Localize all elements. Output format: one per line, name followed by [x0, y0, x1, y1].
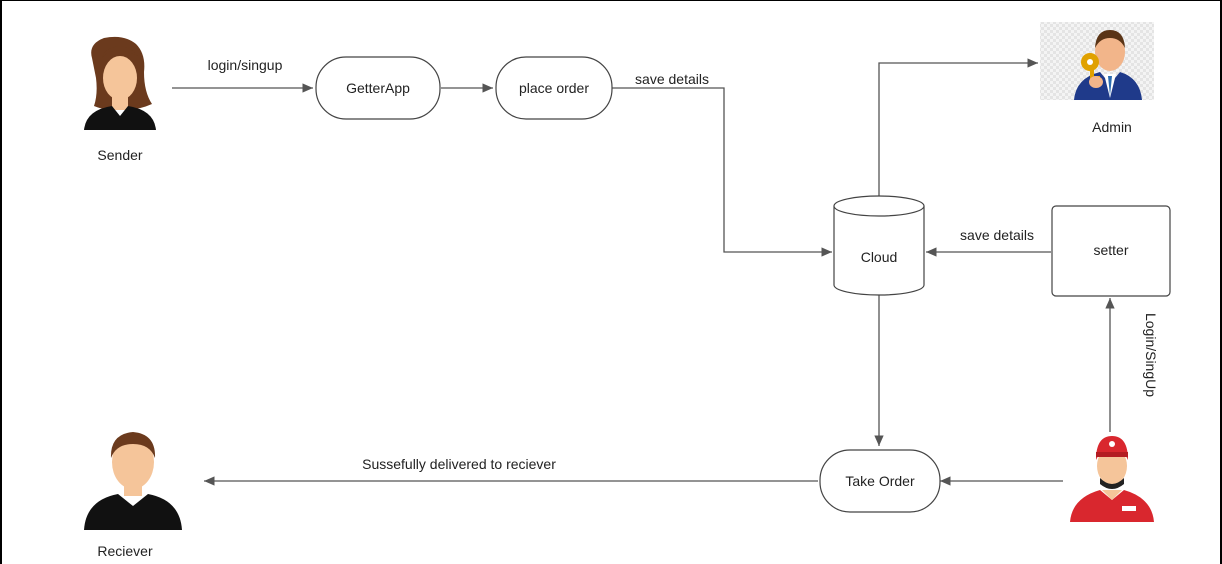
- node-setter: [1051, 205, 1171, 297]
- sender-label: Sender: [97, 147, 142, 163]
- node-getterapp-label: GetterApp: [346, 80, 410, 96]
- delivery-worker-avatar: [1070, 436, 1154, 522]
- edge-placeorder-cloud: [612, 87, 832, 257]
- node-getterapp: [315, 56, 441, 120]
- edge-label-setter-login: Login/SingUp: [1143, 313, 1159, 397]
- edge-label-order-save: save details: [635, 71, 709, 87]
- edge-label-delivered: Sussefully delivered to reciever: [362, 456, 556, 472]
- edge-label-sender-login: login/singup: [208, 57, 283, 73]
- admin-avatar: [1040, 22, 1154, 100]
- sender-avatar: [84, 36, 156, 130]
- receiver-label: Reciever: [97, 543, 153, 559]
- node-setter-label: setter: [1093, 242, 1128, 258]
- edge-cloud-admin: [878, 58, 1038, 196]
- node-take-order: [819, 449, 941, 513]
- node-place-order-label: place order: [519, 80, 589, 96]
- node-take-order-label: Take Order: [845, 473, 915, 489]
- receiver-avatar: [84, 432, 182, 530]
- node-cloud-label: Cloud: [861, 249, 898, 265]
- edge-label-setter-save: save details: [960, 227, 1034, 243]
- node-cloud-database: [833, 195, 925, 296]
- admin-label: Admin: [1092, 119, 1132, 135]
- node-place-order: [495, 56, 613, 120]
